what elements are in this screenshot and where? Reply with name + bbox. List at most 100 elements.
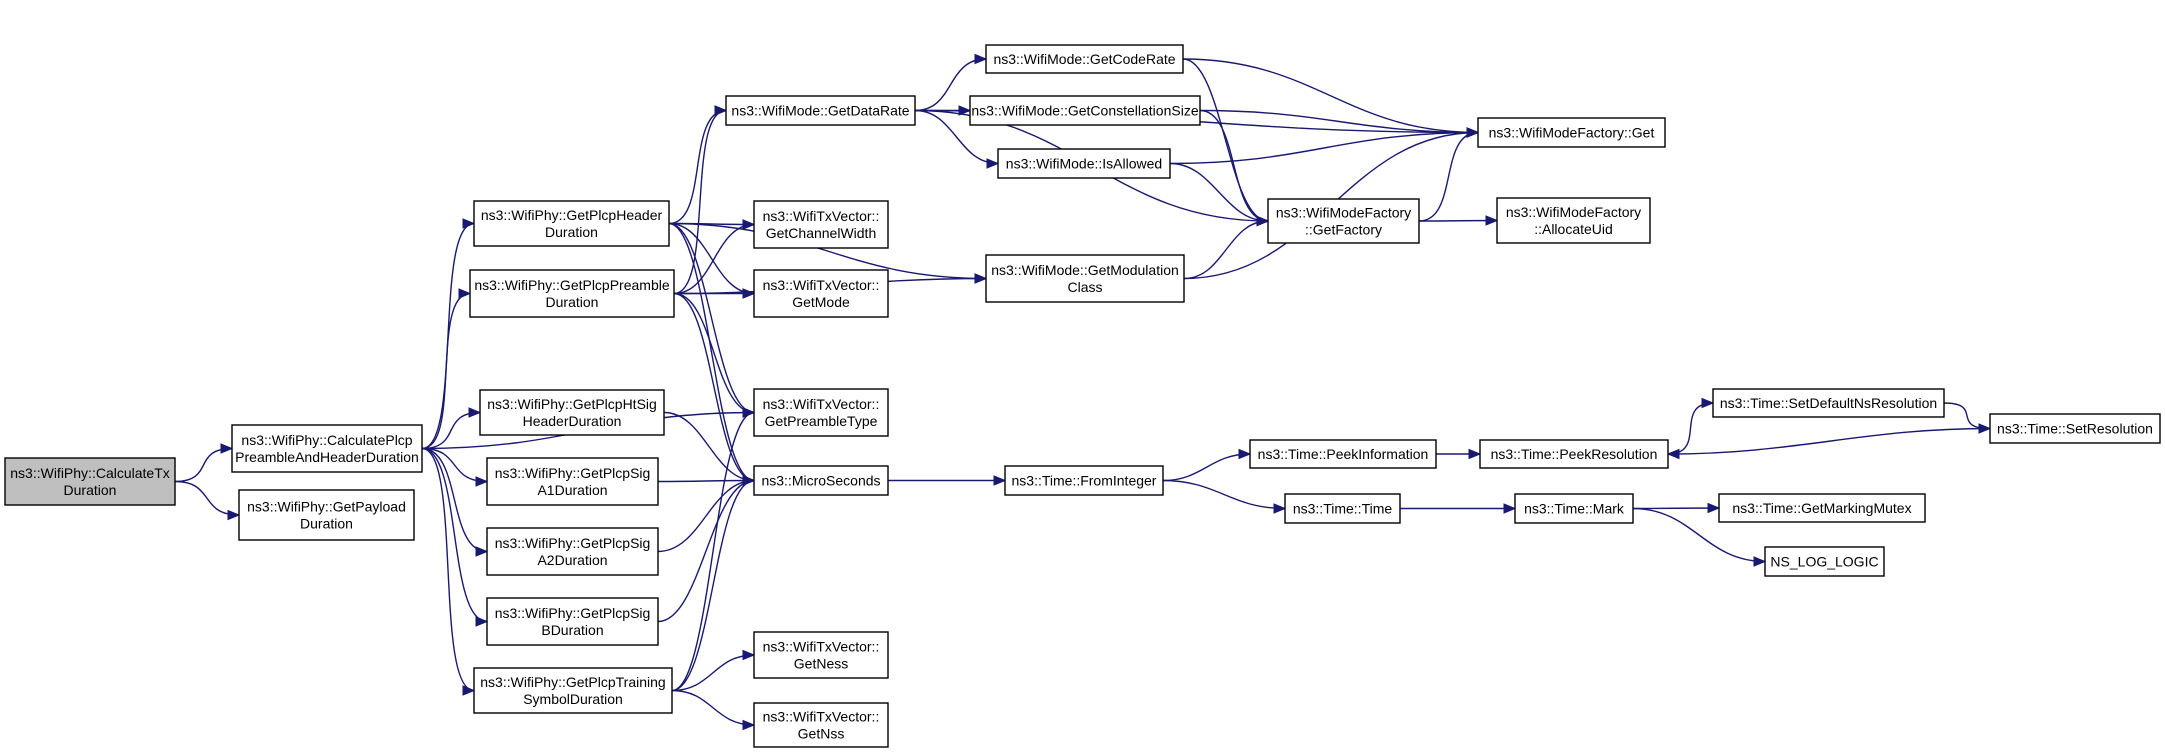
function-node-n11[interactable]: ns3::WifiTxVector::GetChannelWidth xyxy=(753,200,889,249)
call-edge xyxy=(1418,215,1499,226)
node-label-line: ns3::Time::SetDefaultNsResolution xyxy=(1720,395,1937,411)
call-edge xyxy=(1199,109,1270,227)
function-node-n1[interactable]: ns3::WifiPhy::CalculatePlcpPreambleAndHe… xyxy=(231,424,423,473)
node-box xyxy=(753,200,889,249)
function-node-n12[interactable]: ns3::WifiTxVector::GetMode xyxy=(753,269,889,318)
arrowhead xyxy=(742,719,756,731)
call-edge xyxy=(673,105,728,295)
function-node-n31[interactable]: ns3::Time::GetMarkingMutex xyxy=(1718,493,1926,523)
call-edge xyxy=(1632,507,1767,567)
node-box xyxy=(997,148,1171,179)
node-label-line: ns3::WifiMode::GetCodeRate xyxy=(993,51,1175,67)
node-label-line: ns3::WifiPhy::GetPlcpTraining xyxy=(480,674,665,690)
node-label-line: ns3::WifiMode::GetDataRate xyxy=(731,103,909,119)
node-box xyxy=(1479,439,1669,469)
function-node-n25[interactable]: ns3::Time::PeekInformation xyxy=(1249,439,1437,469)
arrowhead xyxy=(974,273,988,284)
node-label-line: ns3::WifiTxVector:: xyxy=(763,396,880,412)
node-box xyxy=(473,200,670,247)
node-box xyxy=(753,702,889,748)
function-node-n29[interactable]: ns3::Time::SetDefaultNsResolution xyxy=(1712,388,1945,418)
node-label-line: ns3::Time::SetResolution xyxy=(1997,421,2153,437)
node-box xyxy=(486,597,659,646)
call-edge xyxy=(1169,162,1270,227)
call-edge xyxy=(888,475,1007,486)
node-label-line: ns3::WifiPhy::GetPlcpSig xyxy=(495,465,651,481)
node-label-line: A1Duration xyxy=(537,482,607,498)
call-edge xyxy=(174,480,241,521)
function-node-n15[interactable]: ns3::WifiTxVector::GetNess xyxy=(753,631,889,679)
function-node-n30[interactable]: ns3::Time::SetResolution xyxy=(1989,413,2161,444)
function-node-n18[interactable]: ns3::WifiMode::GetConstellationSize xyxy=(969,95,1201,126)
call-edge xyxy=(421,447,489,487)
node-label-line: GetPreambleType xyxy=(765,413,878,429)
function-node-n19[interactable]: ns3::WifiMode::IsAllowed xyxy=(997,148,1171,179)
node-label-line: PreambleAndHeaderDuration xyxy=(235,449,419,465)
node-box xyxy=(479,389,665,436)
node-label-line: ns3::WifiPhy::GetPlcpHtSig xyxy=(487,396,657,412)
call-edge xyxy=(421,288,472,450)
node-label-line: ns3::WifiTxVector:: xyxy=(763,709,880,725)
call-edge xyxy=(421,447,476,696)
node-label-line: ns3::Time::FromInteger xyxy=(1012,473,1157,489)
node-label-line: BDuration xyxy=(541,622,603,638)
function-node-n26[interactable]: ns3::Time::Time xyxy=(1284,493,1401,524)
node-label-line: GetNss xyxy=(798,726,845,742)
node-box xyxy=(1267,198,1420,244)
node-label-line: ns3::WifiTxVector:: xyxy=(763,208,880,224)
call-edge xyxy=(671,689,756,731)
function-node-n16[interactable]: ns3::WifiTxVector::GetNss xyxy=(753,702,889,748)
node-box xyxy=(231,424,423,473)
node-label-line: ns3::WifiModeFactory xyxy=(1276,205,1411,221)
node-box xyxy=(753,269,889,318)
function-node-n28[interactable]: ns3::Time::Mark xyxy=(1514,493,1634,524)
function-node-n17[interactable]: ns3::WifiMode::GetCodeRate xyxy=(985,44,1184,74)
arrowhead xyxy=(458,288,472,299)
function-node-n9[interactable]: ns3::WifiPhy::GetPlcpTrainingSymbolDurat… xyxy=(473,667,673,714)
function-node-n27[interactable]: ns3::Time::PeekResolution xyxy=(1479,439,1669,469)
call-edge xyxy=(1162,448,1252,482)
function-node-n14[interactable]: ns3::MicroSeconds xyxy=(753,465,889,496)
function-node-n22[interactable]: ns3::WifiModeFactory::GetFactory xyxy=(1267,198,1420,244)
node-box xyxy=(753,388,889,437)
arrowhead xyxy=(1466,127,1480,138)
arrowhead xyxy=(714,105,728,116)
node-label-line: ns3::WifiPhy::GetPayload xyxy=(247,499,406,515)
function-node-n10[interactable]: ns3::WifiMode::GetDataRate xyxy=(725,95,916,126)
node-label-line: ns3::Time::Time xyxy=(1293,501,1393,517)
node-box xyxy=(753,631,889,679)
call-edge xyxy=(673,219,756,295)
arrowhead xyxy=(220,443,234,454)
function-node-n21[interactable]: ns3::WifiModeFactory::Get xyxy=(1477,117,1666,148)
node-label-line: ns3::WifiMode::GetConstellationSize xyxy=(971,103,1198,119)
function-node-n32[interactable]: NS_LOG_LOGIC xyxy=(1764,546,1885,577)
call-edge xyxy=(663,411,756,486)
arrowhead xyxy=(462,218,476,229)
function-node-n13[interactable]: ns3::WifiTxVector::GetPreambleType xyxy=(753,388,889,437)
call-edge xyxy=(1183,215,1270,280)
arrowhead xyxy=(1707,502,1721,514)
node-box xyxy=(238,489,415,541)
node-box xyxy=(1249,439,1437,469)
node-label-line: GetMode xyxy=(792,294,850,310)
call-edge xyxy=(914,109,1000,169)
node-box xyxy=(969,95,1201,126)
arrowhead xyxy=(742,407,756,418)
call-edge xyxy=(1667,397,1715,455)
node-box xyxy=(1496,197,1651,244)
node-label-line: ns3::Time::GetMarkingMutex xyxy=(1732,500,1911,516)
function-node-n24[interactable]: ns3::Time::FromInteger xyxy=(1004,465,1164,496)
function-node-n23[interactable]: ns3::WifiModeFactory::AllocateUid xyxy=(1496,197,1651,244)
node-box xyxy=(486,527,659,576)
node-label-line: Duration xyxy=(546,294,599,310)
